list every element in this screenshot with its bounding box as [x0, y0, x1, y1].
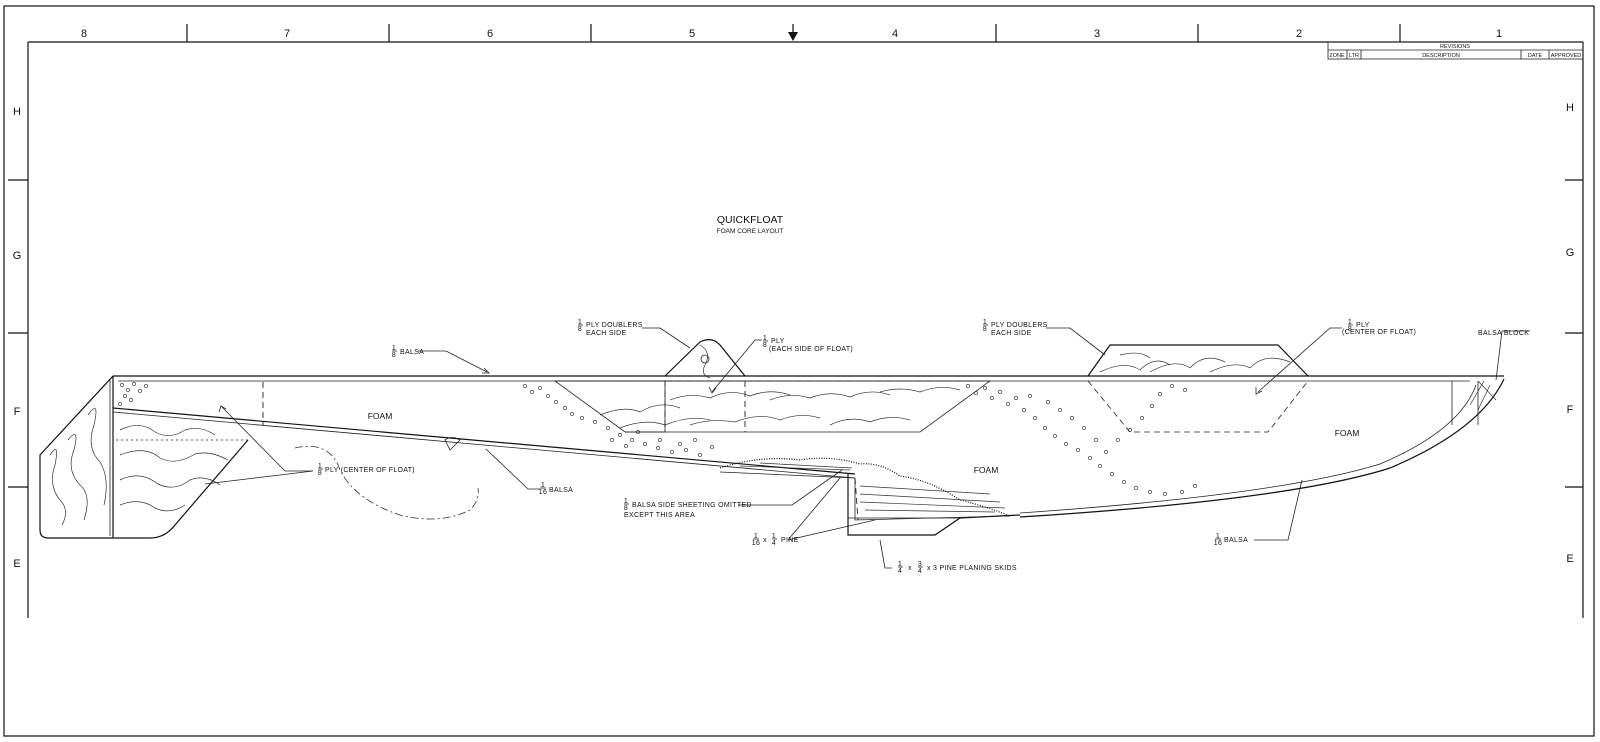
- callout-balsa-bottom: 1 16 BALSA: [1214, 533, 1248, 547]
- svg-text:8: 8: [318, 470, 322, 477]
- callout-ply-each-side: 1 8 PLY (EACH SIDE OF FLOAT): [763, 335, 853, 353]
- label-side-sheeting-omitted: BALSA SIDE SHEETING OMITTED: [632, 502, 752, 509]
- svg-text:3: 3: [918, 561, 922, 568]
- drawing-border: [3, 5, 1595, 737]
- revisions-title: REVISIONS: [1440, 44, 1470, 50]
- label-ply-each-side: PLY: [771, 338, 785, 345]
- label-except-this-area: EXCEPT THIS AREA: [624, 512, 695, 519]
- label-balsa-mid: BALSA: [549, 487, 573, 494]
- row-zone-e-right: E: [1566, 553, 1573, 565]
- label-balsa-bottom: BALSA: [1224, 537, 1248, 544]
- svg-text:1: 1: [578, 319, 582, 326]
- column-zone-4: 4: [892, 28, 898, 40]
- svg-text:1: 1: [624, 498, 628, 505]
- row-zone-g-left: G: [13, 250, 22, 262]
- revisions-col-ltr: LTR: [1349, 53, 1359, 59]
- svg-text:8: 8: [578, 326, 582, 333]
- svg-text:1: 1: [1216, 533, 1220, 540]
- leader-lines: [204, 327, 1530, 569]
- revisions-col-description: DESCRIPTION: [1422, 53, 1460, 59]
- svg-text:16: 16: [752, 540, 760, 547]
- revisions-col-approved: APPROVED: [1551, 53, 1582, 59]
- row-zone-labels: H G F E H G F E: [13, 102, 1575, 570]
- callout-balsa-top: 1 8 BALSA: [392, 345, 424, 359]
- drawing-subtitle: FOAM CORE LAYOUT: [717, 228, 784, 235]
- column-zone-3: 3: [1094, 28, 1100, 40]
- column-zone-1: 1: [1496, 28, 1502, 40]
- label-balsa-top: BALSA: [400, 349, 424, 356]
- revisions-block: REVISIONS ZONE LTR DESCRIPTION DATE APPR…: [1327, 41, 1584, 60]
- callout-pine-skids: 1 4 x 3 4 x 3 PINE PLANING SKIDS: [898, 561, 1017, 575]
- revisions-col-zone: ZONE: [1329, 53, 1345, 59]
- svg-text:4: 4: [918, 568, 922, 575]
- svg-text:8: 8: [763, 342, 767, 349]
- row-zone-f-left: F: [14, 406, 21, 418]
- label-foam-right: FOAM: [1335, 428, 1360, 438]
- callout-ply-center-right: 1 8 PLY (CENTER OF FLOAT): [1342, 319, 1416, 336]
- column-zone-8: 8: [81, 28, 87, 40]
- row-zone-e-left: E: [13, 558, 20, 570]
- label-each-side-left: EACH SIDE: [586, 330, 626, 337]
- callout-ply-doublers-right: 1 8 PLY DOUBLERS EACH SIDE: [983, 319, 1048, 337]
- svg-text:4: 4: [898, 568, 902, 575]
- label-each-side-of-float: (EACH SIDE OF FLOAT): [769, 346, 853, 353]
- label-foam-center: FOAM: [974, 465, 999, 475]
- svg-text:1: 1: [1348, 319, 1352, 326]
- svg-text:1: 1: [318, 463, 322, 470]
- label-pine-planing-skids: x 3 PINE PLANING SKIDS: [927, 565, 1017, 572]
- svg-text:8: 8: [983, 326, 987, 333]
- callout-ply-doublers-left: 1 8 PLY DOUBLERS EACH SIDE: [578, 319, 643, 337]
- svg-text:1: 1: [983, 319, 987, 326]
- callout-ply-center-left: 1 8 PLY (CENTER OF FLOAT): [318, 463, 415, 477]
- label-foam-left: FOAM: [368, 411, 393, 421]
- row-zone-f-right: F: [1567, 404, 1574, 416]
- svg-text:16: 16: [539, 489, 547, 496]
- svg-text:x: x: [908, 565, 912, 572]
- svg-text:8: 8: [1348, 326, 1352, 333]
- svg-text:16: 16: [1214, 540, 1222, 547]
- foam-stipple-left: [118, 382, 148, 406]
- label-ply-doublers-right: PLY DOUBLERS: [991, 322, 1048, 329]
- svg-text:8: 8: [624, 505, 628, 512]
- callout-side-sheeting: 1 8 BALSA SIDE SHEETING OMITTED EXCEPT T…: [624, 498, 752, 519]
- svg-text:1: 1: [772, 533, 776, 540]
- svg-text:4: 4: [772, 540, 776, 547]
- svg-text:1: 1: [763, 335, 767, 342]
- label-center-of-float-right: (CENTER OF FLOAT): [1342, 329, 1416, 336]
- column-zone-5: 5: [689, 28, 695, 40]
- row-zone-h-left: H: [13, 106, 21, 118]
- svg-text:1: 1: [392, 345, 396, 352]
- label-each-side-right: EACH SIDE: [991, 330, 1031, 337]
- callout-balsa-mid: 1 16 BALSA: [539, 482, 573, 496]
- label-pine: PINE: [781, 537, 799, 544]
- svg-text:1: 1: [541, 482, 545, 489]
- revisions-col-date: DATE: [1528, 53, 1543, 59]
- svg-text:1: 1: [754, 533, 758, 540]
- label-ply-doublers-left: PLY DOUBLERS: [586, 322, 643, 329]
- float-side-view: [39, 339, 1505, 539]
- foam-stipple-right: [966, 384, 1197, 496]
- row-zone-g-right: G: [1566, 247, 1575, 259]
- foam-stipple-mid: [523, 384, 714, 457]
- label-ply-center-right: PLY: [1356, 322, 1370, 329]
- svg-text:x: x: [763, 537, 767, 544]
- column-zone-2: 2: [1296, 28, 1302, 40]
- callout-pine: 1 16 x 1 4 PINE: [752, 533, 799, 547]
- label-ply-center-left: PLY (CENTER OF FLOAT): [325, 467, 415, 474]
- label-balsa-block: BALSA BLOCK: [1478, 330, 1529, 337]
- drawing-title: QUICKFLOAT: [717, 214, 784, 226]
- column-zone-7: 7: [284, 28, 290, 40]
- svg-text:8: 8: [392, 352, 396, 359]
- column-zone-6: 6: [487, 28, 493, 40]
- svg-text:1: 1: [898, 561, 902, 568]
- column-zone-labels: 8 7 6 5 4 3 2 1: [81, 28, 1502, 40]
- row-zone-h-right: H: [1566, 102, 1574, 114]
